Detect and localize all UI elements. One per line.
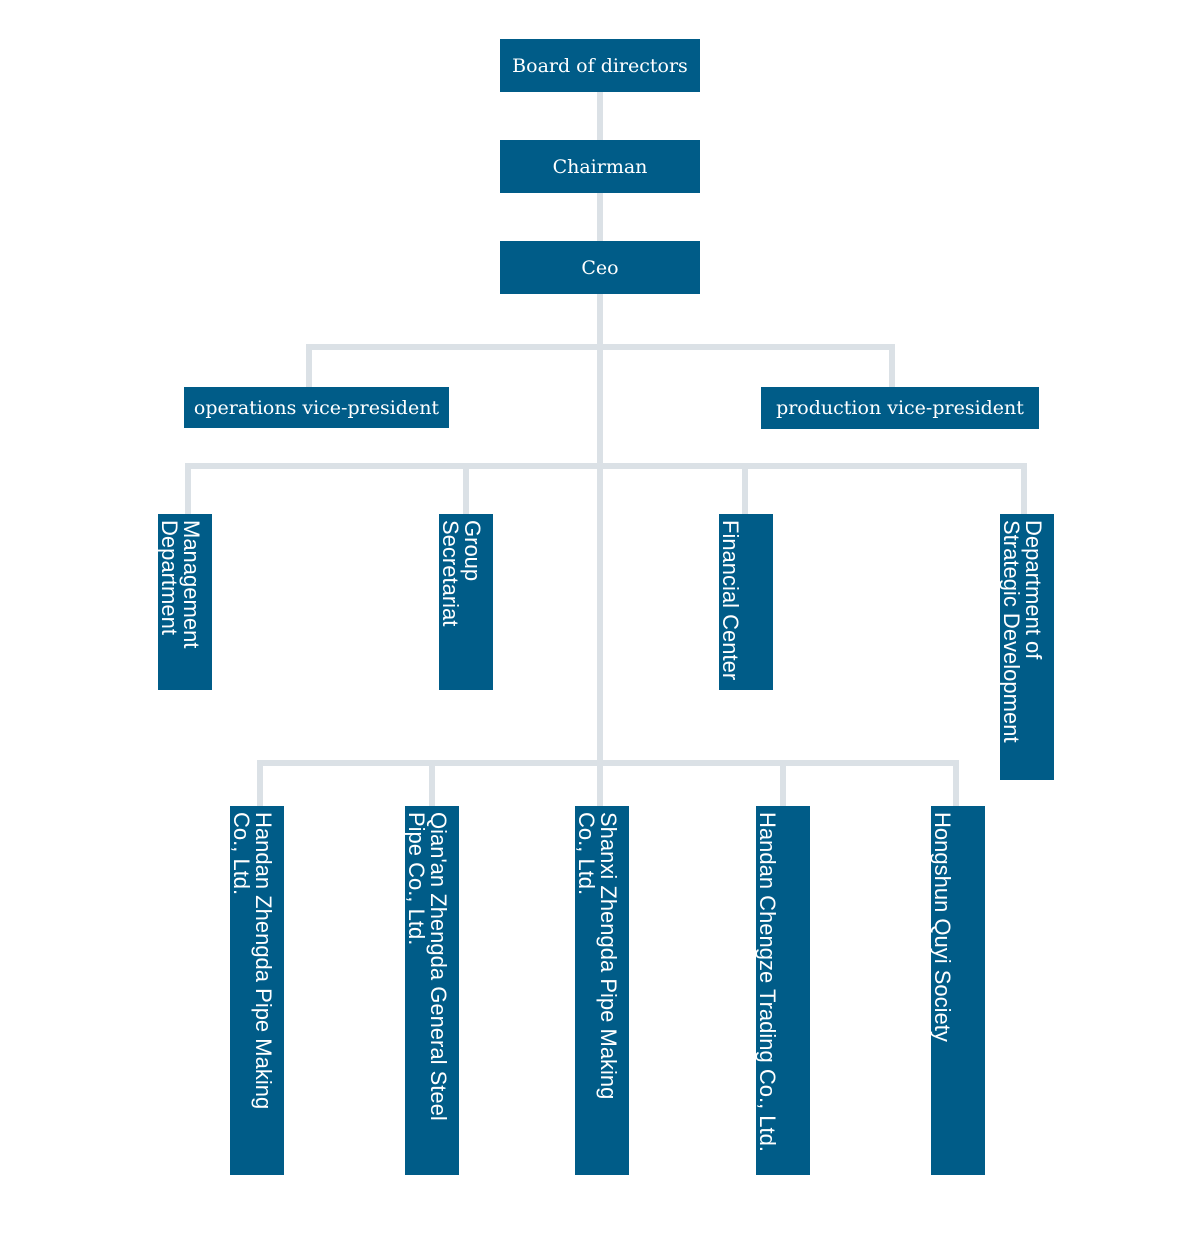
hongshun-quyi-box: Hongshun Quyi Society [930,806,985,1175]
vp-drop-left [306,344,312,388]
company-drop-1 [257,760,263,807]
production-vp-box: production vice-president [761,387,1039,429]
company-drop-5 [953,760,959,807]
ceo-box: Ceo [500,241,700,294]
board-of-directors-label: Board of directors [512,54,688,77]
chairman-box: Chairman [500,140,700,193]
dept-drop-1 [185,463,191,515]
company-drop-2 [429,760,435,807]
vp-drop-right [889,344,895,388]
dept-drop-2 [463,463,469,515]
shanxi-zhengda-label: Shanxi Zhengda Pipe Making Co., Ltd. [574,812,621,1100]
group-secretariat-box: Group Secretariat [438,514,493,690]
operations-vp-box: operations vice-president [184,387,449,428]
financial-center-label: Financial Center [718,520,743,681]
financial-center-box: Financial Center [718,514,773,690]
vp-bar [306,344,895,350]
dept-drop-3 [742,463,748,515]
dept-bar [185,463,1027,469]
handan-chengze-label: Handan Chengze Trading Co., Ltd. [755,812,780,1153]
handan-zhengda-label: Handan Zhengda Pipe Making Co., Ltd. [229,812,276,1110]
chairman-label: Chairman [552,155,648,178]
handan-chengze-box: Handan Chengze Trading Co., Ltd. [755,806,810,1175]
operations-vp-label: operations vice-president [193,396,440,419]
dept-drop-4 [1021,463,1027,515]
management-department-box: Management Department [157,514,212,690]
production-vp-label: production vice-president [776,397,1024,419]
shanxi-zhengda-box: Shanxi Zhengda Pipe Making Co., Ltd. [574,806,629,1175]
qianan-zhengda-label: Qian'an Zhengda General Steel Pipe Co., … [404,812,451,1121]
board-of-directors-box: Board of directors [500,39,700,92]
management-department-label: Management Department [157,520,204,649]
qianan-zhengda-box: Qian'an Zhengda General Steel Pipe Co., … [404,806,459,1175]
ceo-label: Ceo [581,256,619,279]
handan-zhengda-box: Handan Zhengda Pipe Making Co., Ltd. [229,806,284,1175]
company-bar [257,760,959,766]
strategic-development-label: Department of Strategic Development [999,520,1046,743]
hongshun-quyi-label: Hongshun Quyi Society [930,812,955,1042]
company-drop-4 [780,760,786,807]
trunk-line [597,91,603,807]
group-secretariat-label: Group Secretariat [438,520,485,627]
strategic-development-box: Department of Strategic Development [999,514,1054,780]
